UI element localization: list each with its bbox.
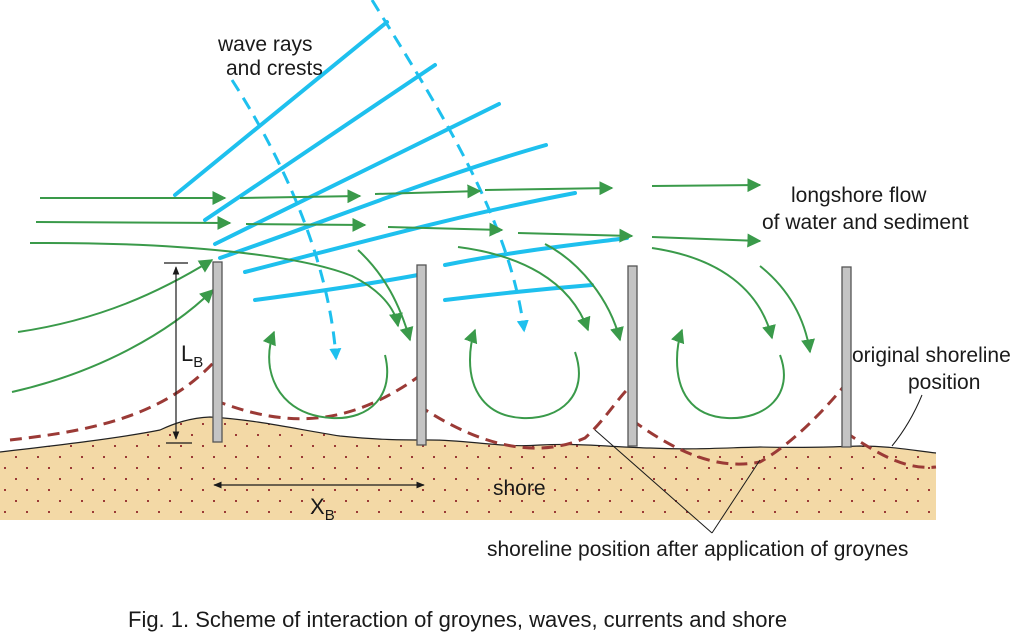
lb-label: LB [181,341,203,371]
original-shoreline-leader [891,394,923,447]
groyne [841,266,852,448]
flow-arrow [35,215,232,230]
figure-caption: Fig. 1. Scheme of interaction of groynes… [128,607,787,632]
wave-crests-label: and crests [226,57,323,80]
after-leader-2 [711,459,761,534]
eddy-arrow [464,328,580,420]
groyne [416,264,427,446]
wave-ray [370,0,529,333]
flow-arrow [374,184,482,199]
flow-arrow [239,189,362,204]
flow-arrow [651,247,776,340]
wave-crest [443,283,594,302]
flow-arrow [387,222,504,237]
eddy-arrow [262,330,389,420]
shore-sand-area [0,417,936,520]
wave-crest [218,143,548,260]
flow-arrow [17,259,214,333]
wave-crest [443,236,629,267]
after-shoreline-label: shoreline position after application of … [487,538,908,561]
after-leader-1 [594,429,713,534]
flow-arrow [29,241,403,328]
flow-arrow [651,233,762,248]
eddy-arrow [671,328,785,420]
original-position-label: position [908,371,980,394]
water-sediment-label: of water and sediment [762,211,969,234]
wave-ray [230,79,342,361]
circulation-eddies [262,328,785,420]
shore-label: shore [493,477,546,500]
wave-crest [213,102,501,246]
flow-arrow [245,217,367,232]
longshore-flow-arrows [11,178,815,393]
wave-rays [230,0,529,361]
original-shoreline-label: original shoreline [852,344,1011,367]
flow-arrow [651,178,762,193]
flow-arrow [484,181,614,196]
flow-arrow [11,289,215,393]
flow-arrow [759,265,815,354]
flow-arrow [517,228,634,243]
xb-label: XB [310,494,335,524]
flow-arrow [457,246,591,332]
groynes [212,261,852,448]
wave-crest [203,63,437,222]
shoreline-after-groynes [9,360,937,469]
wave-crest [253,273,420,302]
flow-arrow [357,249,414,342]
wave-crests [173,20,629,302]
wave-rays-label: wave rays [217,33,313,56]
groyne [627,265,638,447]
longshore-flow-label: longshore flow [791,184,927,207]
flow-arrow [544,243,624,342]
groyne [212,261,223,443]
wave-crest [173,20,389,197]
